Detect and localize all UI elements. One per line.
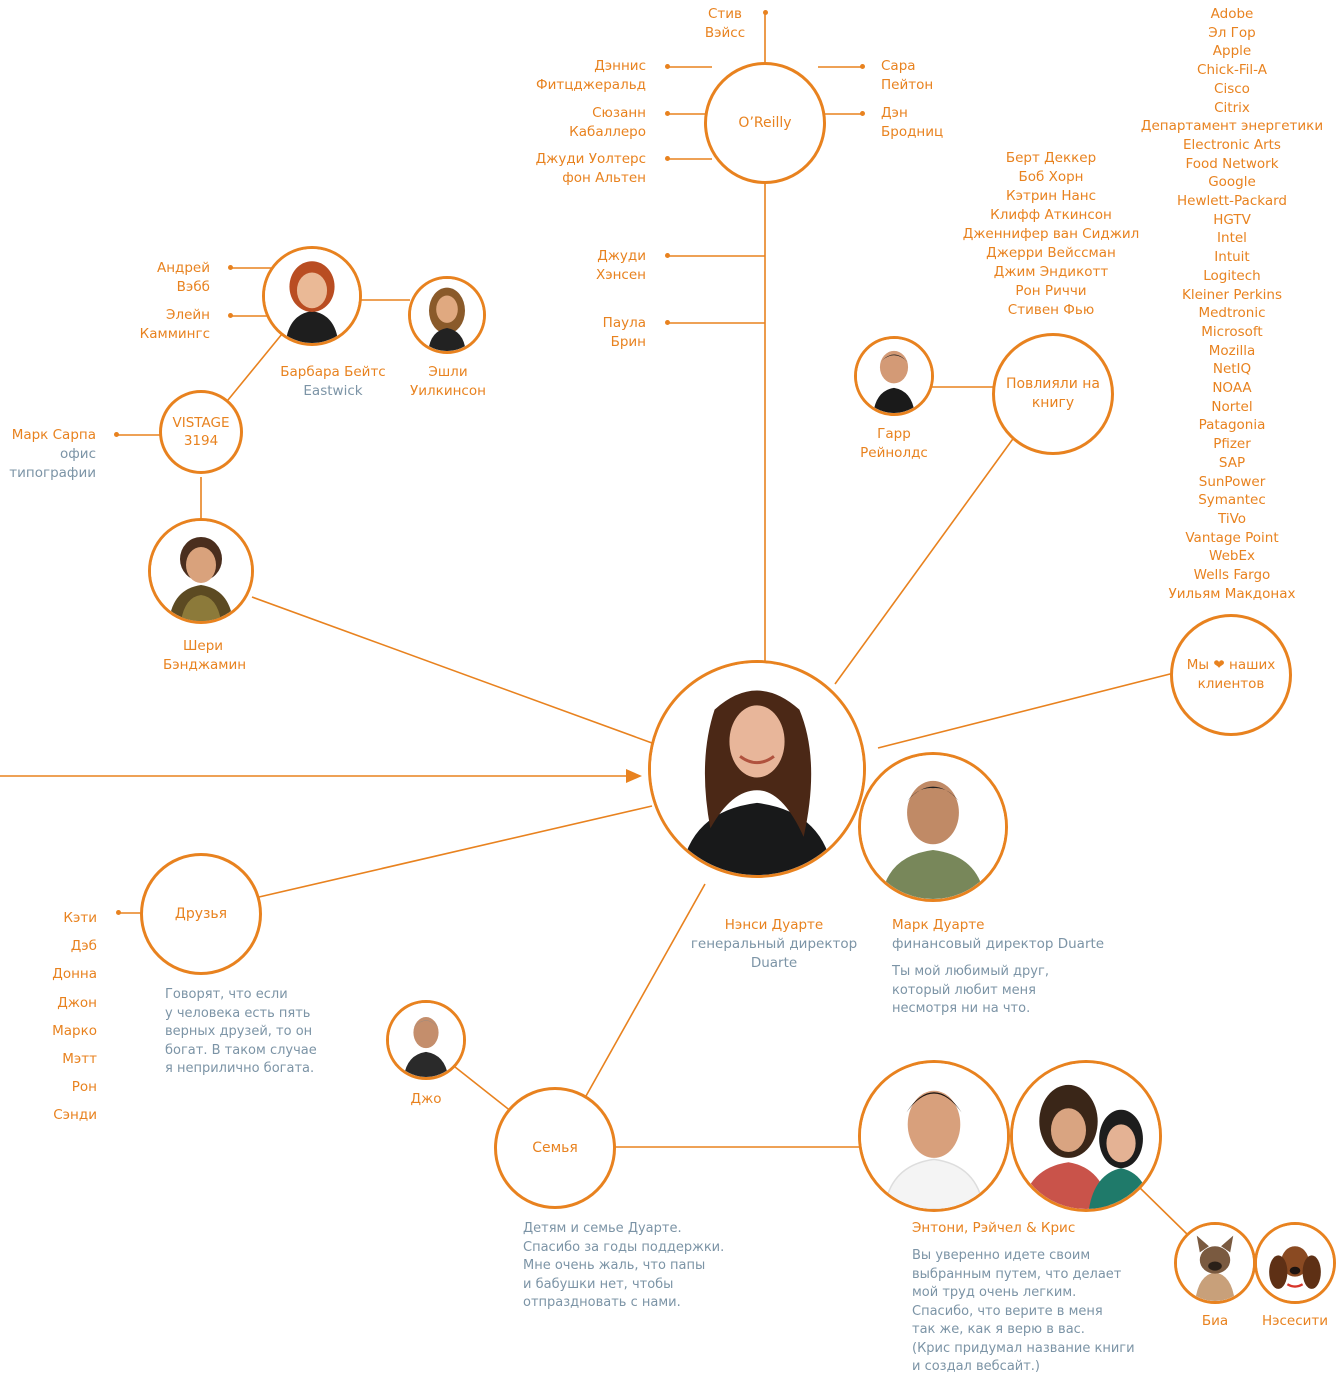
photo-ashley xyxy=(408,276,486,354)
dot xyxy=(665,111,670,116)
dot xyxy=(860,64,865,69)
dot xyxy=(665,253,670,258)
connector-friends-center xyxy=(258,805,653,898)
clients-node[interactable]: Мы ❤ наших клиентов xyxy=(1170,614,1292,736)
dot xyxy=(665,156,670,161)
dot xyxy=(114,432,119,437)
photo-garr xyxy=(854,336,934,416)
dot xyxy=(228,265,233,270)
connector-clients-center xyxy=(877,672,1175,749)
connector-influencers-center xyxy=(834,435,1016,685)
dot xyxy=(116,910,121,915)
connector-joe xyxy=(449,1062,513,1113)
connector-sheri-center xyxy=(251,596,653,744)
photo-rachel-chris xyxy=(1010,1060,1162,1212)
person-kids: Энтони, Рэйчел & Крис xyxy=(912,1220,1076,1236)
family-note: Детям и семье Дуарте.Спасибо за годы под… xyxy=(523,1221,725,1310)
arrowhead-icon xyxy=(626,769,642,783)
heart-icon: ❤ xyxy=(1213,657,1225,673)
photo-sheri xyxy=(148,518,254,624)
family-node[interactable]: Семья xyxy=(494,1087,616,1209)
dot xyxy=(665,320,670,325)
connector-dogs xyxy=(1137,1185,1189,1236)
photo-nancy xyxy=(648,660,866,878)
dot xyxy=(665,64,670,69)
friends-node[interactable]: Друзья xyxy=(140,853,262,975)
photo-barbara xyxy=(262,246,362,346)
dot xyxy=(228,313,233,318)
dot xyxy=(763,10,768,15)
photo-joe xyxy=(386,1000,466,1080)
dot xyxy=(860,111,865,116)
oreilly-label: O’Reilly xyxy=(738,114,792,131)
person-necessity: Нэсесити xyxy=(1261,1313,1329,1329)
photo-necessity xyxy=(1254,1222,1336,1304)
oreilly-node[interactable]: O’Reilly xyxy=(704,62,826,184)
person-bia: Биа xyxy=(1201,1313,1229,1329)
person-joe: Джо xyxy=(410,1091,442,1107)
connector-family-center xyxy=(585,883,706,1097)
connector-barbara-vistage xyxy=(227,333,283,401)
photo-anthony xyxy=(858,1060,1010,1212)
photo-bia xyxy=(1174,1222,1256,1304)
photo-mark-duarte xyxy=(858,752,1008,902)
